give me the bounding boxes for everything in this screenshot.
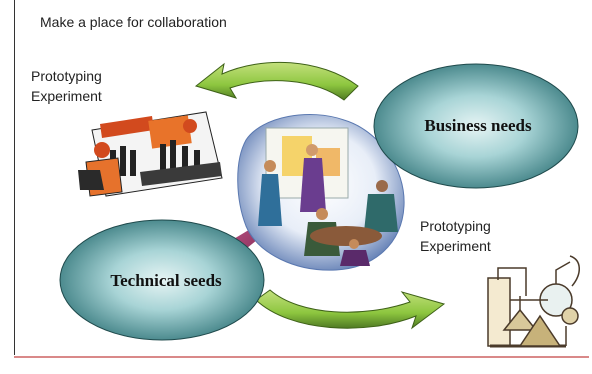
office-workers-clipart <box>78 111 223 197</box>
slide-title: Make a place for collaboration <box>40 14 227 30</box>
technical-seeds-oval <box>59 219 265 341</box>
technical-seeds-label: Technical seeds <box>110 271 222 290</box>
prototyping-note-right-line1: Prototyping <box>420 218 491 234</box>
meeting-people-clipart <box>237 114 405 271</box>
slide-frame <box>14 0 590 355</box>
lab-glassware-clipart <box>487 255 580 348</box>
business-needs-oval <box>373 63 579 189</box>
prototyping-note-right-line2: Experiment <box>420 238 491 254</box>
prototyping-note-left-line2: Experiment <box>31 88 102 104</box>
top-curved-arrow <box>194 61 359 101</box>
bottom-rule <box>14 356 589 358</box>
prototyping-note-left: Prototyping Experiment <box>31 66 102 106</box>
prototyping-note-left-line1: Prototyping <box>31 68 102 84</box>
bottom-curved-arrow <box>255 289 446 330</box>
business-needs-label: Business needs <box>424 116 532 135</box>
prototyping-note-right: Prototyping Experiment <box>420 216 491 256</box>
